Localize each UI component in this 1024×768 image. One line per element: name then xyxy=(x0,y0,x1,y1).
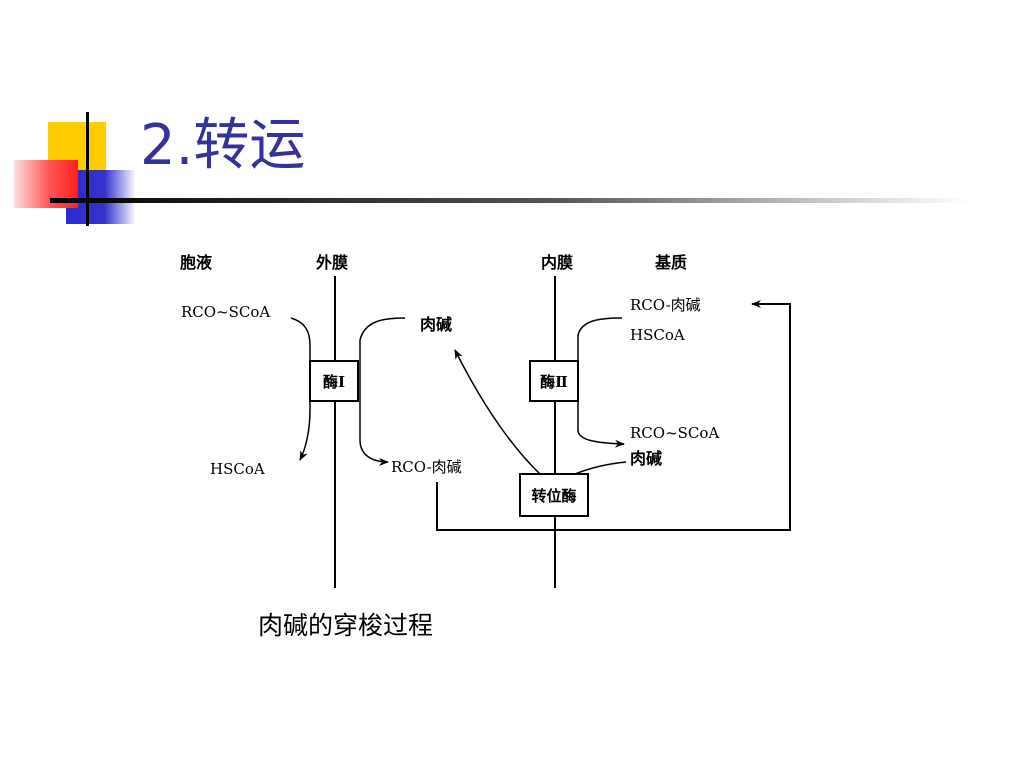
label-hscoa-right: HSCoA xyxy=(630,326,685,344)
slide-title: 2.转运 xyxy=(140,113,306,178)
translocase-box xyxy=(519,473,589,517)
arrow-translocase-to-carnitine xyxy=(454,349,541,475)
header-inner-membrane: 内膜 xyxy=(541,253,573,272)
enzyme1-box xyxy=(309,360,359,402)
arrow-carnitine-to-acyl-carnitine xyxy=(359,317,406,466)
line-enzyme2-top-curve xyxy=(577,317,623,361)
label-acyl-carnitine-right: RCO-肉碱 xyxy=(630,296,701,314)
header-outer-membrane: 外膜 xyxy=(315,253,348,272)
label-hscoa-left: HSCoA xyxy=(210,460,265,478)
label-acyl-coa-left: RCO~SCoA xyxy=(181,303,270,321)
enzyme2-box xyxy=(529,360,579,402)
diagram-caption: 肉碱的穿梭过程 xyxy=(258,611,434,640)
arrow-enzyme2-to-acyl-coa xyxy=(577,401,625,448)
line-carnitine-to-translocase xyxy=(574,461,627,475)
header-cytosol: 胞液 xyxy=(179,253,213,272)
label-carnitine-mid: 肉碱 xyxy=(420,315,452,334)
arrow-acyl-coa-to-enzyme1 xyxy=(290,317,311,461)
label-carnitine-right: 肉碱 xyxy=(630,449,662,468)
deco-vertical-line xyxy=(86,112,89,226)
title-underline xyxy=(50,198,970,203)
label-acyl-coa-right: RCO~SCoA xyxy=(630,424,719,442)
arrow-acyl-carnitine-transport-loop xyxy=(436,300,791,531)
enzyme2-label: 酶Ⅱ xyxy=(540,373,568,391)
label-acyl-carnitine-mid: RCO-肉碱 xyxy=(391,458,462,476)
header-matrix: 基质 xyxy=(654,253,687,272)
translocase-label: 转位酶 xyxy=(531,487,576,505)
enzyme1-label: 酶Ⅰ xyxy=(323,373,345,391)
